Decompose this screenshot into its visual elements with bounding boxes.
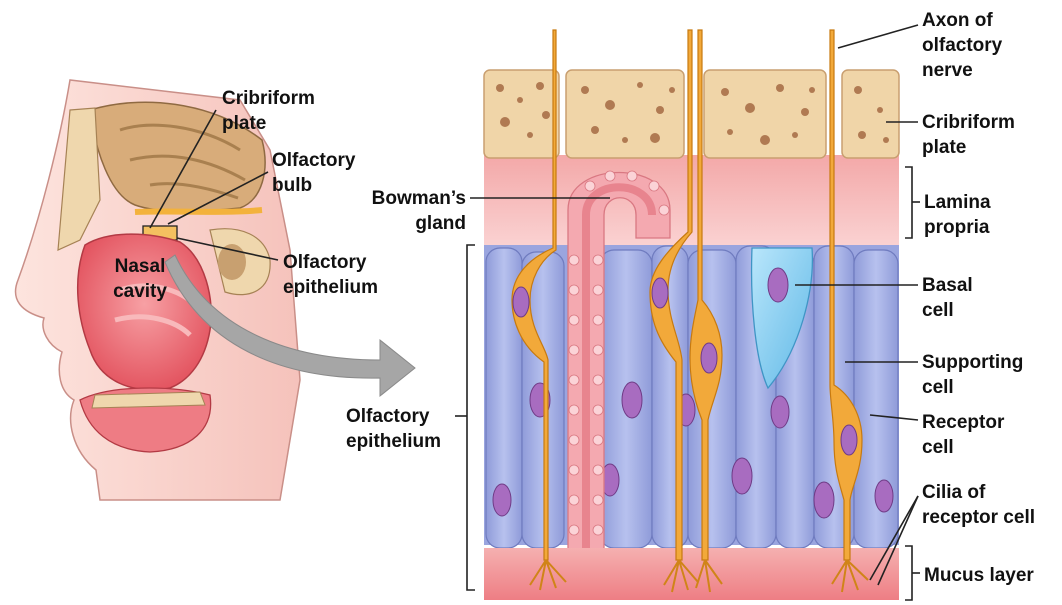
label-lamina-propria: Lamina propria xyxy=(924,190,991,240)
label-bowmans-gland: Bowman’s gland xyxy=(340,186,466,236)
label-nasal-cavity: Nasal cavity xyxy=(98,254,182,304)
label-olfactory-epithelium-right: Olfactory epithelium xyxy=(346,404,441,454)
label-receptor-cell: Receptor cell xyxy=(922,410,1004,460)
epithelium-detail xyxy=(484,30,899,600)
label-olfactory-epithelium-left: Olfactory epithelium xyxy=(283,250,378,300)
label-supporting-cell: Supporting cell xyxy=(922,350,1023,400)
label-cilia-of-receptor-cell: Cilia of receptor cell xyxy=(922,480,1035,530)
label-axon-of-olfactory-nerve: Axon of olfactory nerve xyxy=(922,8,1002,83)
label-cribriform-plate-right: Cribriform plate xyxy=(922,110,1015,160)
label-basal-cell: Basal cell xyxy=(922,273,973,323)
label-cribriform-plate-left: Cribriform plate xyxy=(222,86,315,136)
label-mucus-layer: Mucus layer xyxy=(924,563,1034,588)
